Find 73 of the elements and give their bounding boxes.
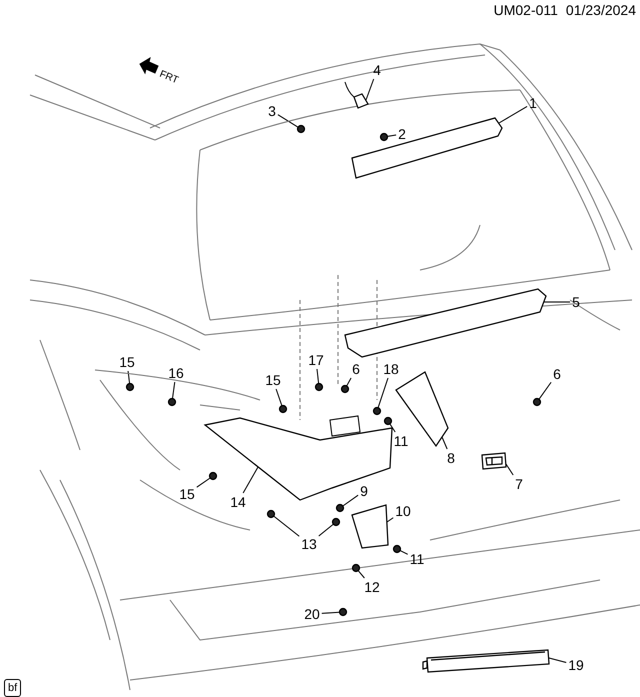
license-lamp-drawing bbox=[481, 452, 507, 470]
leader-line bbox=[548, 658, 567, 663]
callout-number: 15 bbox=[264, 372, 282, 388]
leader-line bbox=[346, 378, 352, 386]
callout-number: 19 bbox=[567, 657, 585, 673]
callout-number: 15 bbox=[178, 486, 196, 502]
leader-line bbox=[318, 524, 334, 537]
fastener-drawing bbox=[340, 384, 350, 394]
fastener-drawing bbox=[278, 404, 288, 414]
fastener-drawing bbox=[392, 544, 402, 554]
bracket-drawing bbox=[351, 504, 389, 549]
callout-number: 9 bbox=[359, 483, 369, 499]
leader-line bbox=[358, 570, 365, 578]
leader-line bbox=[342, 494, 359, 506]
callout-number: 1 bbox=[528, 95, 538, 111]
leader-line bbox=[277, 114, 299, 128]
leader-line bbox=[386, 134, 397, 137]
high-mount-lamp-drawing bbox=[351, 117, 503, 179]
fastener-drawing bbox=[266, 510, 276, 518]
callout-number: 13 bbox=[300, 536, 318, 552]
callout-number: 11 bbox=[392, 433, 410, 449]
date-text: 01/23/2024 bbox=[566, 2, 636, 18]
connector-drawing bbox=[353, 93, 369, 109]
fastener-drawing bbox=[384, 416, 392, 426]
leader-line bbox=[276, 388, 282, 406]
leader-line bbox=[389, 423, 396, 432]
fastener-drawing bbox=[168, 398, 176, 406]
callout-number: 7 bbox=[514, 476, 524, 492]
fastener-drawing bbox=[332, 518, 340, 526]
fastener-drawing bbox=[208, 472, 218, 480]
drawing-number: UM02-011 bbox=[494, 2, 558, 18]
leader-line bbox=[538, 382, 552, 400]
leader-line bbox=[316, 368, 320, 384]
reflector-drawing bbox=[422, 649, 550, 673]
callout-number: 17 bbox=[307, 352, 325, 368]
tail-lamp-drawing bbox=[344, 288, 547, 358]
leader-line bbox=[273, 516, 300, 537]
direction-text: FRT bbox=[156, 68, 181, 88]
callout-number: 18 bbox=[382, 361, 400, 377]
fastener-drawing bbox=[380, 132, 388, 142]
leader-line bbox=[506, 464, 514, 476]
callout-number: 3 bbox=[267, 103, 277, 119]
callout-number: 6 bbox=[351, 361, 361, 377]
callout-number: 10 bbox=[394, 503, 412, 519]
fastener-drawing bbox=[338, 608, 348, 616]
leader-line bbox=[128, 370, 130, 384]
fastener-drawing bbox=[336, 504, 344, 512]
fastener-drawing bbox=[352, 564, 360, 572]
leader-line bbox=[378, 378, 388, 408]
leader-line bbox=[442, 436, 448, 450]
callout-number: 4 bbox=[372, 62, 382, 78]
callout-number: 11 bbox=[408, 551, 426, 567]
leader-line bbox=[321, 612, 340, 614]
leader-line bbox=[498, 106, 528, 124]
fastener-drawing bbox=[314, 382, 324, 392]
callout-number: 8 bbox=[446, 450, 456, 466]
callout-number: 12 bbox=[363, 579, 381, 595]
callout-number: 15 bbox=[118, 354, 136, 370]
fastener-drawing bbox=[296, 124, 306, 134]
fastener-drawing bbox=[372, 406, 382, 416]
leader-line bbox=[242, 466, 258, 494]
fastener-drawing bbox=[126, 382, 134, 392]
fastener-drawing bbox=[532, 398, 542, 406]
callout-number: 2 bbox=[397, 126, 407, 142]
code-tag: bf bbox=[4, 679, 22, 697]
callout-number: 14 bbox=[229, 494, 247, 510]
callout-number: 16 bbox=[167, 365, 185, 381]
callout-number: 6 bbox=[552, 366, 562, 382]
callout-number: 20 bbox=[303, 606, 321, 622]
leader-line bbox=[196, 478, 211, 488]
leader-line bbox=[172, 382, 176, 400]
leader-line bbox=[366, 78, 374, 100]
callout-number: 5 bbox=[571, 294, 581, 310]
